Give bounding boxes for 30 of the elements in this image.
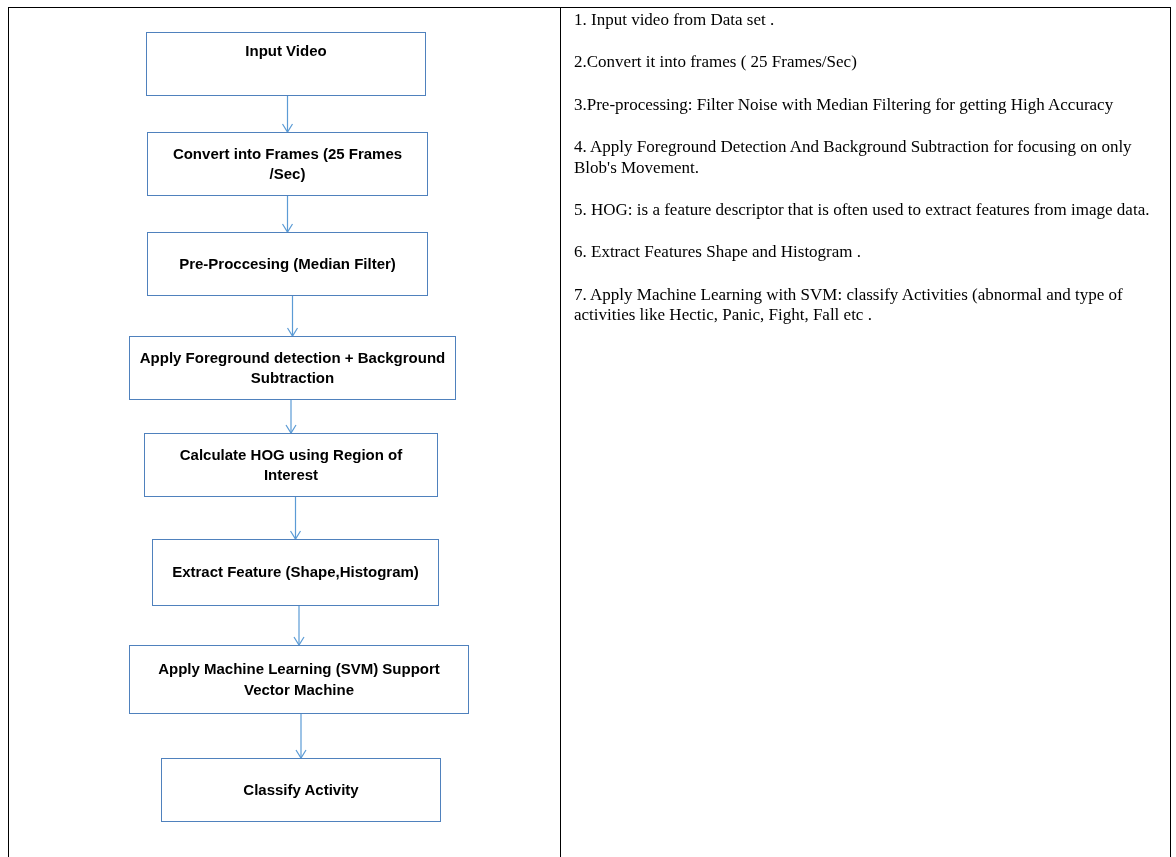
process-box bbox=[152, 539, 439, 606]
arrow bbox=[289, 496, 302, 540]
process-box bbox=[147, 232, 428, 296]
arrow bbox=[281, 95, 294, 133]
arrow bbox=[295, 713, 307, 759]
process-box bbox=[144, 433, 438, 497]
process-box bbox=[161, 758, 441, 822]
step-text: Calculate HOG using Region of Interest bbox=[178, 444, 404, 485]
note-text: 5. HOG: is a feature descriptor that is often used to extract features from image data. bbox=[574, 199, 1151, 221]
step-text: Extract Feature (Shape,Histogram) bbox=[171, 562, 420, 583]
step-text: Apply Foreground detection + Background Subtraction bbox=[138, 347, 447, 388]
process-box bbox=[129, 336, 456, 400]
note-text: 6. Extract Features Shape and Histogram . bbox=[574, 242, 863, 263]
note-text: 2.Convert it into frames ( 25 Frames/Sec) bbox=[574, 52, 858, 73]
step-text: Convert into Frames (25 Frames /Sec) bbox=[171, 143, 404, 184]
process-box bbox=[129, 645, 469, 714]
note-text: 3.Pre-processing: Filter Noise with Median Filtering for getting High Accuracy bbox=[574, 94, 1115, 116]
process-box bbox=[147, 132, 428, 196]
arrow bbox=[285, 399, 297, 434]
arrow bbox=[286, 295, 299, 337]
step-text: Input Video bbox=[244, 41, 328, 61]
step-text: Classify Activity bbox=[242, 779, 360, 800]
arrow bbox=[293, 605, 305, 646]
note-text: 7. Apply Machine Learning with SVM: classify Activities (abnormal and type of activities like Hectic, Panic, Fight, Fall etc . bbox=[574, 284, 1124, 326]
process-box bbox=[146, 32, 426, 96]
note-text: 1. Input video from Data set . bbox=[574, 10, 776, 31]
step-text: Pre-Proccesing (Median Filter) bbox=[178, 253, 397, 274]
note-text: 4. Apply Foreground Detection And Background Subtraction for focusing on only Blob's Movement. bbox=[574, 137, 1133, 178]
arrow bbox=[281, 195, 294, 233]
step-text: Apply Machine Learning (SVM) Support Vector Machine bbox=[157, 659, 441, 700]
